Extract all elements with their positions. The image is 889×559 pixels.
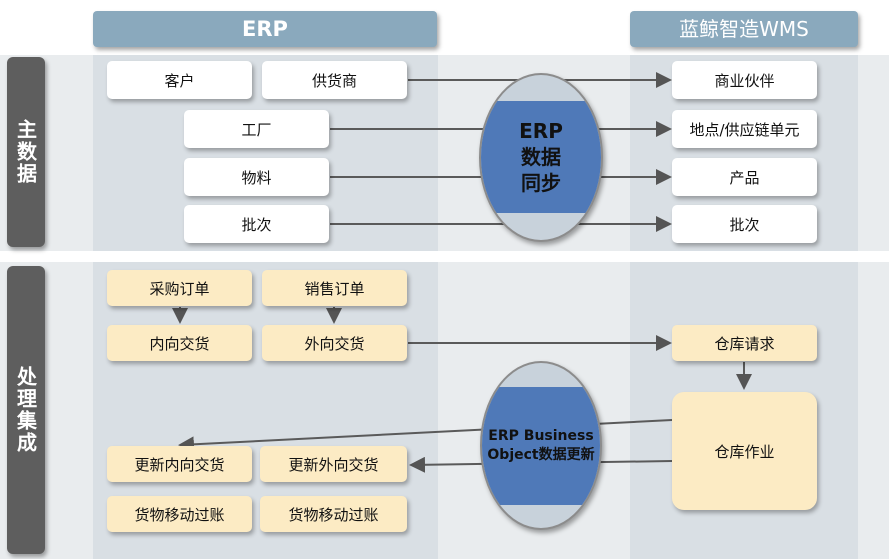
wms-column-header: 蓝鲸智造WMS bbox=[630, 11, 858, 47]
goods-movement-posting-box-2: 货物移动过账 bbox=[260, 496, 407, 532]
inbound-delivery-box: 内向交货 bbox=[107, 325, 252, 361]
customer-box: 客户 bbox=[107, 61, 252, 99]
erp-data-sync-hub-band: ERP 数据 同步 bbox=[481, 101, 601, 213]
batch-box-erp: 批次 bbox=[184, 205, 329, 243]
material-box: 物料 bbox=[184, 158, 329, 196]
outbound-delivery-box: 外向交货 bbox=[262, 325, 407, 361]
product-box: 产品 bbox=[672, 158, 817, 196]
plant-box: 工厂 bbox=[184, 110, 329, 148]
erp-business-object-update-hub-band: ERP Business Object数据更新 bbox=[482, 387, 600, 505]
business-partner-box: 商业伙伴 bbox=[672, 61, 817, 99]
warehouse-request-box: 仓库请求 bbox=[672, 325, 817, 361]
update-outbound-delivery-box: 更新外向交货 bbox=[260, 446, 407, 482]
erp-business-object-update-hub: ERP Business Object数据更新 bbox=[480, 361, 602, 530]
process-integration-label-text: 处理集成 bbox=[13, 366, 38, 454]
hub-line-2: 数据 bbox=[521, 145, 561, 169]
master-data-label: 主数据 bbox=[7, 57, 45, 247]
location-supply-chain-unit-box: 地点/供应链单元 bbox=[672, 110, 817, 148]
purchase-order-box: 采购订单 bbox=[107, 270, 252, 306]
hub-line-1: ERP bbox=[519, 119, 563, 143]
goods-movement-posting-box-1: 货物移动过账 bbox=[107, 496, 252, 532]
batch-box-wms: 批次 bbox=[672, 205, 817, 243]
hub-line-3: 同步 bbox=[521, 171, 561, 195]
supplier-box: 供货商 bbox=[262, 61, 407, 99]
erp-data-sync-hub: ERP 数据 同步 bbox=[479, 73, 603, 242]
erp-column-header: ERP bbox=[93, 11, 437, 47]
hub-business-object-text: ERP Business Object数据更新 bbox=[487, 428, 595, 463]
sales-order-box: 销售订单 bbox=[262, 270, 407, 306]
process-integration-label: 处理集成 bbox=[7, 266, 45, 554]
master-data-label-text: 主数据 bbox=[13, 119, 38, 185]
update-inbound-delivery-box: 更新内向交货 bbox=[107, 446, 252, 482]
warehouse-operation-box: 仓库作业 bbox=[672, 392, 817, 510]
